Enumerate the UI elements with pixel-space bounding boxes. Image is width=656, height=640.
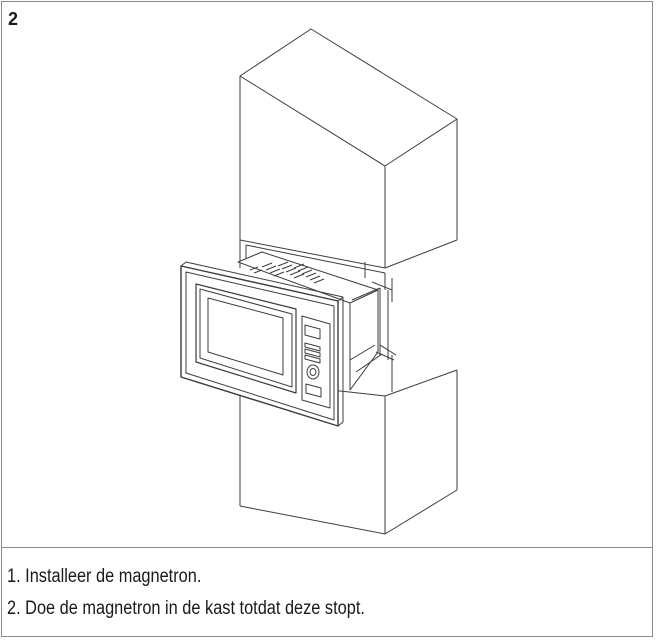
button-row [305,343,320,351]
display-window [305,325,320,339]
door-release-button [306,384,321,397]
microwave-door [196,284,296,393]
button-row [305,349,320,357]
microwave-body [238,252,382,390]
instruction-step-1: 1. Installeer de magnetron. [7,566,202,587]
instruction-step-2: 2. Doe de magnetron in de kast totdat de… [7,598,365,619]
tall-cabinet [240,29,457,534]
cabinet-microwave-illustration [0,0,656,548]
divider-line [1,547,653,548]
dial-knob [306,364,320,380]
microwave-front-frame [181,262,343,426]
button-row [305,355,320,363]
microwave-control-panel [302,316,330,408]
step-number: 2 [8,9,19,29]
vent-grille [250,262,324,283]
